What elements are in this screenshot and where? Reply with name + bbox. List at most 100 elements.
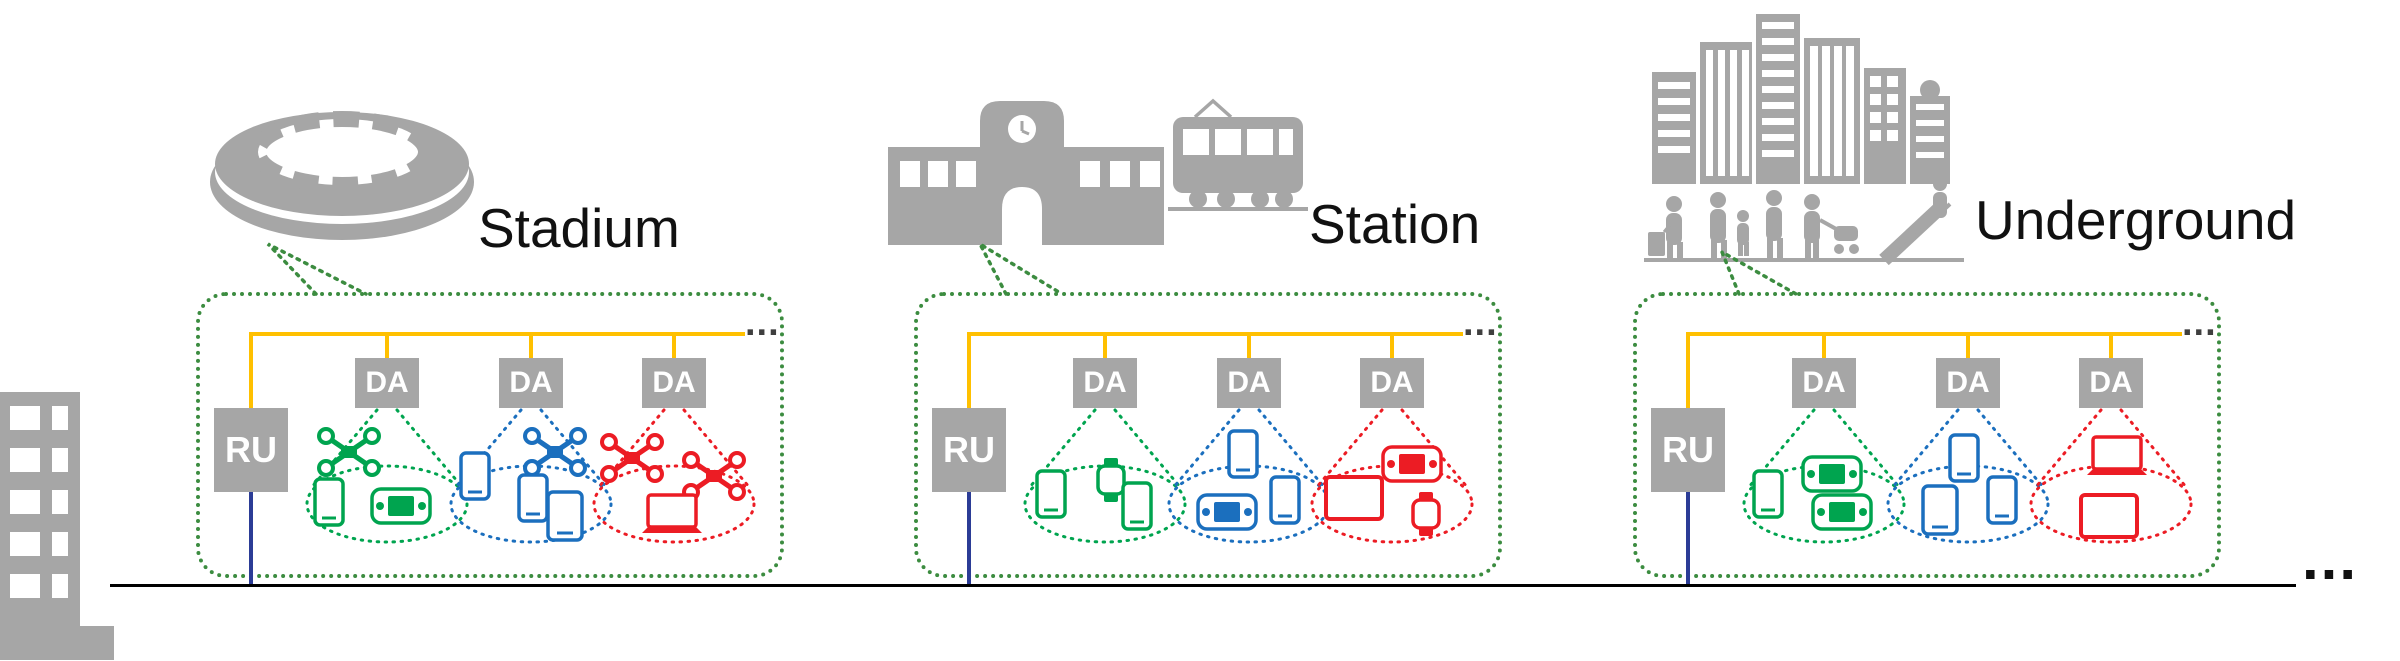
ru-box: RU	[1651, 408, 1725, 492]
ru-box: RU	[932, 408, 1006, 492]
bus-ru-link	[249, 332, 253, 408]
da-box: DA	[1217, 358, 1281, 408]
ru-label: RU	[1662, 429, 1714, 470]
device-clusters	[1742, 408, 2193, 544]
device-phone-icon	[1269, 475, 1301, 525]
device-drone-icon	[682, 451, 746, 501]
bus-da-link	[1103, 332, 1107, 358]
coverage-cone	[1314, 408, 1470, 490]
fronthaul-bus-line	[967, 332, 1463, 336]
coverage-area: ... RU DA DA DA	[1633, 292, 2221, 578]
device-watch-icon	[1096, 458, 1126, 502]
da-label: DA	[509, 366, 553, 399]
bubble-tail	[975, 239, 1064, 296]
panel-stadium: Stadium ... RU DA DA DA	[196, 0, 784, 661]
bus-ru-link	[1686, 332, 1690, 408]
bus-da-link	[1822, 332, 1826, 358]
device-laptop-icon	[2087, 435, 2147, 475]
stadium-icon	[210, 111, 474, 240]
bus-da-link	[2109, 332, 2113, 358]
device-phone-icon	[1227, 429, 1259, 479]
coverage-area: ... RU DA DA DA	[914, 292, 1502, 578]
bubble-tail	[266, 242, 368, 296]
device-phone-icon	[1121, 481, 1153, 531]
da-box: DA	[355, 358, 419, 408]
coverage-ellipse	[1886, 464, 2050, 544]
coverage-cone	[453, 408, 609, 490]
scene-label-station: Station	[1309, 193, 1481, 255]
coverage-ellipse	[1310, 464, 1474, 544]
device-handheld-icon	[1196, 493, 1258, 531]
coverage-area: ... RU DA DA DA	[196, 292, 784, 578]
bus-da-link	[529, 332, 533, 358]
device-drone-icon	[600, 433, 664, 483]
da-label: DA	[365, 366, 409, 399]
device-phone-icon	[313, 477, 345, 527]
coverage-ellipse	[449, 464, 613, 544]
bus-ellipsis: ...	[745, 302, 780, 344]
ru-fiber-line	[967, 492, 971, 584]
station-icon	[888, 98, 1308, 245]
coverage-cone	[2033, 408, 2189, 490]
device-handheld-icon	[1801, 455, 1863, 493]
fronthaul-bus-line	[1686, 332, 2182, 336]
device-drone-icon	[317, 427, 381, 477]
device-phone-icon	[517, 473, 549, 523]
coverage-ellipse	[1023, 464, 1187, 544]
backhaul-line	[110, 584, 2296, 587]
da-label: DA	[1802, 366, 1846, 399]
coverage-ellipse	[1742, 464, 1906, 544]
coverage-cone	[1890, 408, 2046, 490]
bus-da-link	[1966, 332, 1970, 358]
da-label: DA	[1227, 366, 1271, 399]
device-clusters	[1023, 408, 1474, 544]
coverage-ellipse	[592, 464, 756, 544]
scene-label-stadium: Stadium	[478, 197, 680, 259]
da-box: DA	[1792, 358, 1856, 408]
da-label: DA	[652, 366, 696, 399]
ru-label: RU	[225, 429, 277, 470]
da-box: DA	[1073, 358, 1137, 408]
da-label: DA	[2089, 366, 2133, 399]
coverage-cone	[596, 408, 752, 490]
device-phone-icon	[1035, 469, 1067, 519]
da-label: DA	[1083, 366, 1127, 399]
device-phone-icon	[1948, 433, 1980, 483]
ru-fiber-line	[1686, 492, 1690, 584]
coverage-ellipse	[2029, 464, 2193, 544]
da-box: DA	[642, 358, 706, 408]
device-laptop-icon	[642, 493, 702, 533]
da-label: DA	[1370, 366, 1414, 399]
bus-ellipsis: ...	[1463, 302, 1498, 344]
da-label: DA	[1946, 366, 1990, 399]
bus-da-link	[385, 332, 389, 358]
device-clusters	[305, 408, 756, 544]
coverage-cone	[1171, 408, 1327, 490]
da-box: DA	[2079, 358, 2143, 408]
device-handheld-icon	[1381, 445, 1443, 483]
coverage-cone	[1027, 408, 1183, 490]
ru-label: RU	[943, 429, 995, 470]
coverage-ellipse	[305, 464, 469, 544]
da-box: DA	[499, 358, 563, 408]
device-phone-icon	[1986, 475, 2018, 525]
bus-da-link	[1390, 332, 1394, 358]
bus-da-link	[1247, 332, 1251, 358]
scene-label-underground: Underground	[1975, 189, 2297, 251]
bus-da-link	[672, 332, 676, 358]
device-watch-icon	[1411, 492, 1441, 536]
coverage-cone	[1746, 408, 1902, 490]
device-screen-icon	[1324, 475, 1384, 521]
ru-box: RU	[214, 408, 288, 492]
device-phone-icon	[1752, 469, 1784, 519]
fronthaul-bus-line	[249, 332, 745, 336]
da-box: DA	[1936, 358, 2000, 408]
panel-underground: Underground ... RU DA DA DA	[1633, 0, 2296, 661]
underground-icon	[1644, 14, 1964, 266]
bubble-tail	[1718, 247, 1798, 296]
continuation-ellipsis: ...	[2302, 525, 2359, 592]
panel-station: Station ... RU DA DA DA	[888, 0, 1502, 661]
device-phone-icon	[459, 451, 491, 501]
bus-ru-link	[967, 332, 971, 408]
